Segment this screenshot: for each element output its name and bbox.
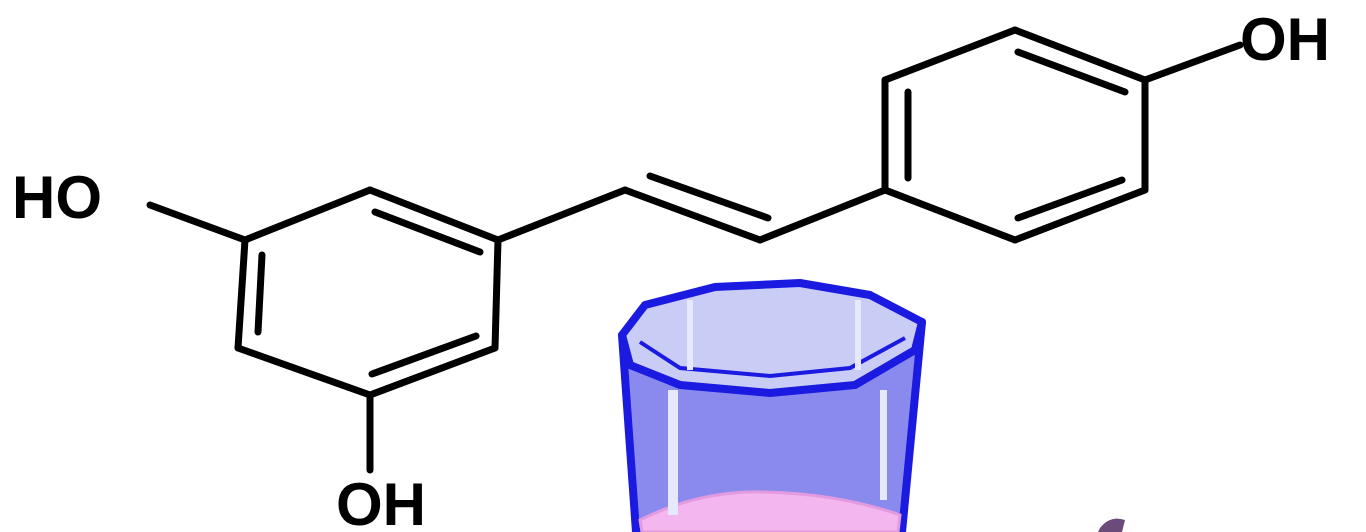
bond-right-ring-5-inner (1014, 176, 1126, 222)
bonds (146, 26, 1244, 474)
bond-right-ring-5 (1011, 186, 1149, 244)
glass-rim-inner (638, 336, 906, 379)
bond-bridge-2 (621, 186, 764, 244)
bond-left-ring-3 (491, 236, 502, 352)
glass-shine-right (880, 390, 887, 500)
bond-right-ring-6 (881, 186, 1019, 244)
bond-bridge-2-inner (646, 172, 772, 222)
glass-shine-left (668, 390, 678, 515)
bond-left-ring-4 (366, 344, 499, 399)
bond-oh-right (1141, 41, 1244, 84)
purple-mark-icon (1098, 518, 1125, 532)
glass-rim (618, 279, 926, 397)
label-ho-left: HO (12, 164, 102, 231)
bond-left-ring-6-inner (254, 251, 266, 336)
bond-right-ring-3 (1011, 26, 1149, 84)
bond-right-ring-3-inner (1014, 48, 1129, 96)
glass-liquid (638, 490, 902, 532)
bond-left-ring-4-inner (368, 332, 480, 378)
drinking-glass-icon (618, 279, 926, 532)
label-oh-right: OH (1240, 6, 1330, 73)
bond-bridge-1 (494, 186, 629, 244)
bond-ho-left (146, 201, 249, 244)
bond-left-ring-6 (234, 236, 249, 352)
label-oh-bottom: OH (336, 471, 426, 532)
bond-left-ring-2 (366, 186, 502, 244)
bond-left-ring-2-inner (371, 208, 484, 256)
bond-left-ring-1 (241, 186, 374, 244)
bond-right-ring-2 (881, 26, 1019, 84)
bond-bridge-3 (756, 186, 889, 244)
bond-left-ring-5 (234, 344, 374, 399)
